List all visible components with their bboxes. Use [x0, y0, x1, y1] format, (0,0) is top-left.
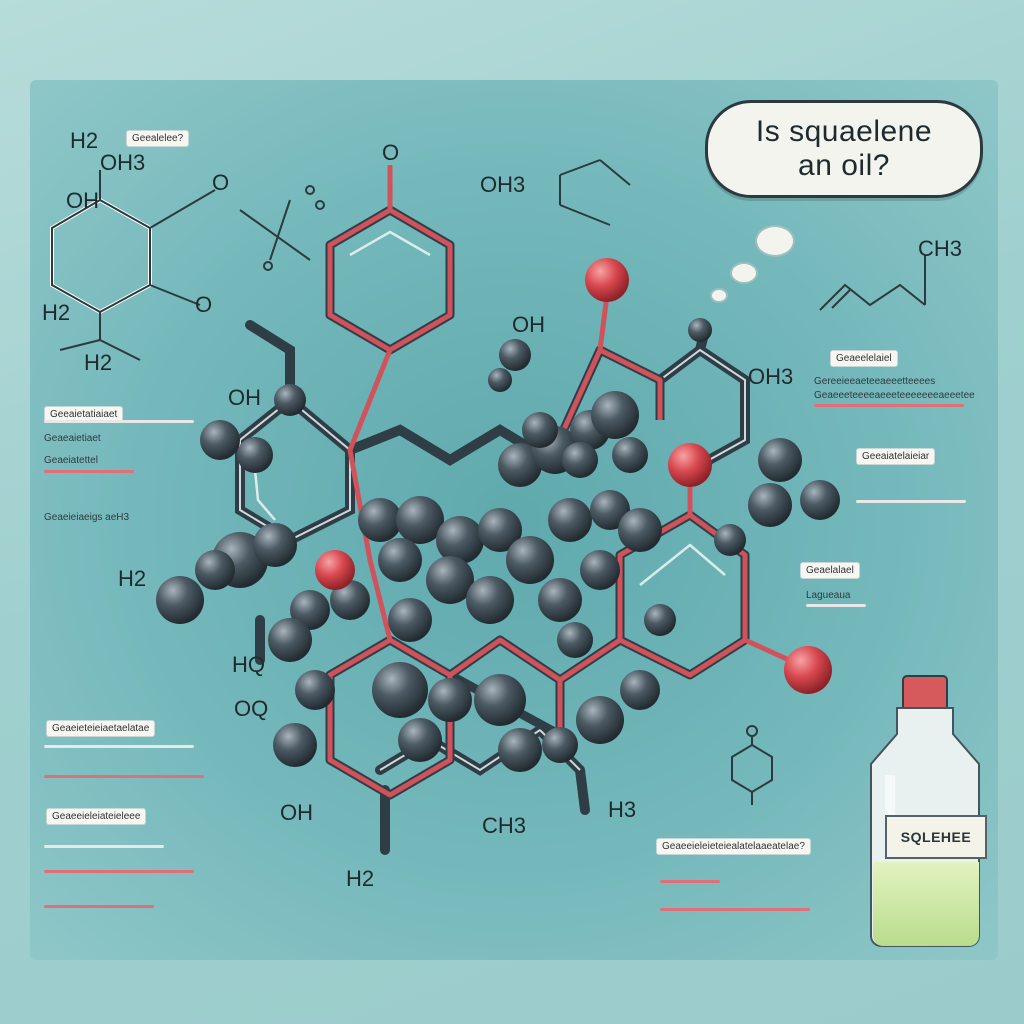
formula-label: H2 [70, 128, 99, 153]
bar [44, 845, 164, 848]
callout-tag: Geeaiatelaieiar [856, 448, 936, 465]
callout-tag: Geaeeieleieteiealatelaaeatelae? [656, 838, 811, 855]
bar [44, 470, 134, 473]
formula-label: H2 [118, 566, 147, 591]
formula-label: OQ [234, 696, 269, 721]
oil-bottle-icon [870, 675, 980, 947]
left-ring-diagram [50, 170, 216, 361]
formula-label: H2 [346, 866, 375, 891]
thought-dot-large [755, 225, 795, 257]
benzene-ring-icon [731, 725, 773, 805]
red-ring-bonds [253, 165, 802, 800]
formula-label: CH3 [482, 813, 527, 838]
thought-dot-medium [730, 262, 758, 284]
question-bubble: Is squaelene an oil? [705, 100, 983, 198]
bar [660, 880, 720, 883]
callout-tag: Geaeieteieiaetaelatae [46, 720, 156, 737]
bar [660, 908, 810, 911]
formula-label: OH [512, 312, 545, 337]
bottle-label: SQLEHEE [885, 815, 987, 859]
question-line-1: Is squaelene [755, 115, 933, 148]
question-line-2: an oil? [798, 149, 890, 182]
oxygen-atoms [315, 258, 832, 694]
small-molecule-diagram [239, 159, 631, 271]
formula-label: OH [66, 188, 99, 213]
callout-text: Lagueaua [806, 590, 851, 601]
formula-label: H2 [84, 350, 113, 375]
formula-label: O [212, 170, 230, 195]
formula-label: HQ [232, 652, 265, 677]
bar [44, 870, 194, 873]
thought-dot-small [710, 288, 728, 303]
formula-label: O [382, 140, 400, 165]
callout-text: Geaeieiaeigs aeH3 [44, 512, 130, 523]
bar [814, 404, 964, 407]
formula-label: O [195, 292, 213, 317]
bar [44, 745, 194, 748]
callout-tag: Geaelalael [800, 562, 860, 579]
bar [44, 420, 194, 423]
bar [806, 604, 866, 607]
callout-tag: Geaeelelaiel [830, 350, 898, 367]
callout-tag: Geaeeieleiateieleee [46, 808, 147, 825]
callout-tag: Geealelee? [126, 130, 190, 147]
right-chain-diagram [819, 255, 926, 311]
formula-label: H3 [608, 797, 637, 822]
callout-text: Gereeieeaeteeaeeetteeees [814, 376, 936, 387]
bar [44, 775, 204, 778]
callout-text: Geaeaietiaet [44, 433, 101, 444]
formula-label: CH3 [918, 236, 963, 261]
formula-label: OH [280, 800, 313, 825]
callout-text: Geaeeeteeeeaeeeteeeeeeeaeeetee [814, 390, 975, 401]
formula-label: OH3 [748, 364, 794, 389]
carbon-atoms [156, 318, 840, 772]
bar [856, 500, 966, 503]
formula-label: OH3 [100, 150, 146, 175]
callout-text: Geaeiatettel [44, 455, 98, 466]
formula-label: OH [228, 385, 261, 410]
bar [44, 905, 154, 908]
formula-label: H2 [42, 300, 71, 325]
formula-label: OH3 [480, 172, 526, 197]
